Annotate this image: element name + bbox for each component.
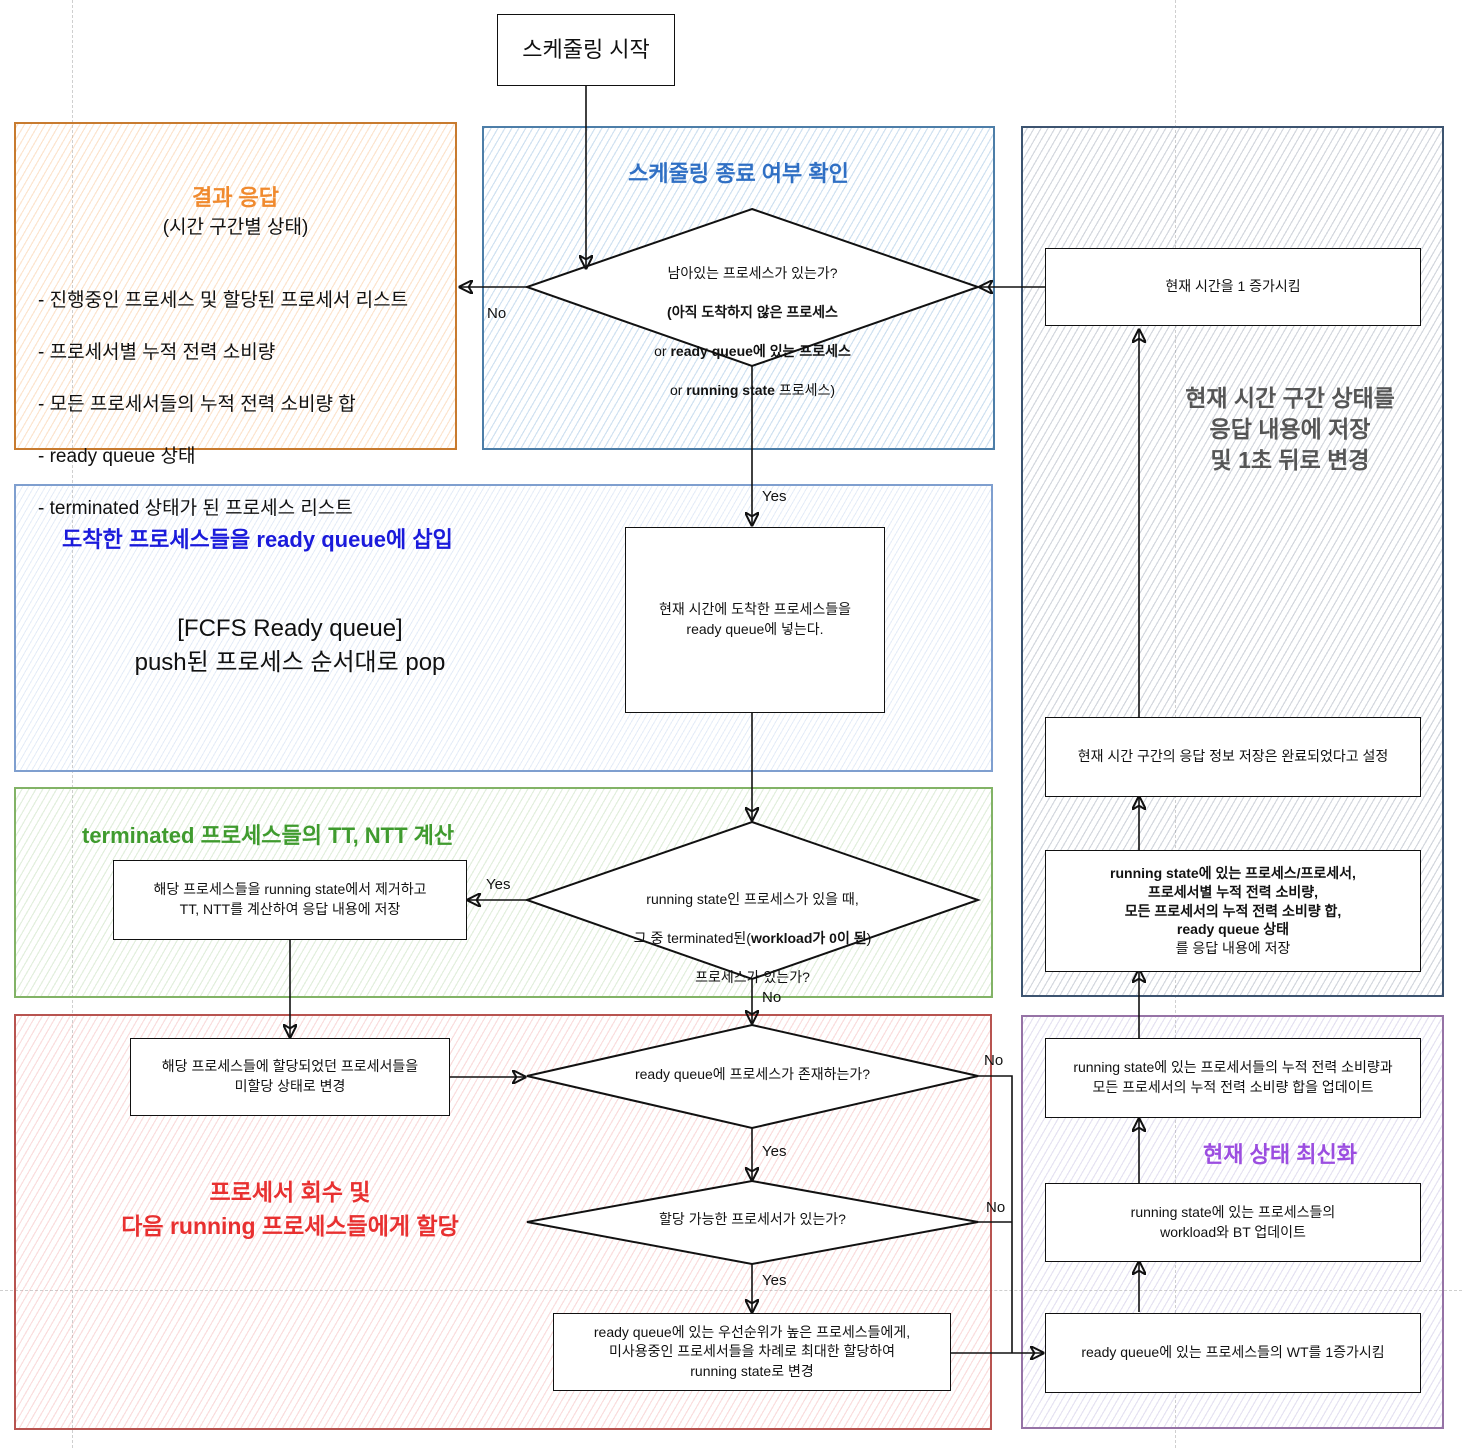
remove-running-box: 해당 프로세스들을 running state에서 제거하고 TT, NTT를 …	[113, 860, 467, 940]
edge-queue-no	[978, 1075, 1013, 1353]
decision-remaining-line: or running state 프로세스)	[669, 382, 836, 399]
decision-terminated-line: 프로세스가 있는가?	[695, 968, 810, 985]
decision-processor-text: 할당 가능한 프로세서가 있는가?	[659, 1211, 846, 1227]
result-item: - terminated 상태가 된 프로세스 리스트	[38, 498, 353, 519]
fcfs-note: [FCFS Ready queue] push된 프로세스 순서대로 pop	[134, 615, 446, 676]
end-check-title: 스케줄링 종료 여부 확인	[628, 161, 849, 186]
complete-text: 현재 시간 구간의 응답 정보 저장은 완료되었다고 설정	[1077, 748, 1389, 765]
update-title: 현재 상태 최신화	[1203, 1142, 1357, 1167]
save-line: 를 응답 내용에 저장	[1175, 940, 1291, 957]
decision-terminated-line: 그 중 terminated된(workload가 0이 된)	[633, 929, 872, 946]
decision-terminated-line: running state인 프로세스가 있을 때,	[646, 890, 859, 907]
result-subtitle: (시간 구간별 상태)	[162, 217, 309, 238]
decision-remaining-line: or ready queue에 있는 프로세스	[654, 342, 851, 359]
assign-title: 프로세서 회수 및 다음 running 프로세스들에게 할당	[121, 1179, 459, 1239]
start-label: 스케줄링 시작	[522, 36, 650, 62]
yes-label-check: Yes	[762, 488, 787, 505]
result-title: 결과 응답	[191, 185, 280, 210]
yes-label-terminated: Yes	[486, 876, 511, 893]
guide-line-horizontal	[0, 1290, 1462, 1291]
decision-terminated-text: running state인 프로세스가 있을 때, 그 중 terminate…	[580, 870, 925, 1007]
assign-processor-box: ready queue에 있는 우선순위가 높은 프로세스들에게, 미사용중인 …	[553, 1313, 951, 1391]
workload-update-text: running state에 있는 프로세스들의 workload와 BT 업데…	[1130, 1203, 1336, 1240]
result-item: - ready queue 상태	[38, 446, 196, 467]
result-items: - 진행중인 프로세스 및 할당된 프로세서 리스트 - 프로세서별 누적 전력…	[38, 262, 408, 548]
save-line: 모든 프로세서의 누적 전력 소비량 합,	[1124, 902, 1342, 919]
arrival-title: 도착한 프로세스들을 ready queue에 삽입	[62, 527, 453, 552]
remove-running-text: 해당 프로세스들을 running state에서 제거하고 TT, NTT를 …	[153, 881, 427, 917]
wt-increment-box: ready queue에 있는 프로세스들의 WT를 1증가시킴	[1045, 1313, 1421, 1393]
result-item: - 진행중인 프로세스 및 할당된 프로세서 리스트	[38, 290, 409, 311]
save-line: ready queue 상태	[1176, 921, 1290, 938]
decision-remaining-line: (아직 도착하지 않은 프로세스	[667, 303, 838, 320]
increment-time-text: 현재 시간을 1 증가시킴	[1165, 278, 1301, 295]
decision-queue-text: ready queue에 프로세스가 존재하는가?	[634, 1066, 871, 1082]
decision-remaining-text: 남아있는 프로세스가 있는가? (아직 도착하지 않은 프로세스 or read…	[560, 244, 945, 420]
power-update-box: running state에 있는 프로세서들의 누적 전력 소비량과 모든 프…	[1045, 1038, 1421, 1118]
yes-label-queue: Yes	[762, 1143, 787, 1160]
no-label-queue: No	[984, 1052, 1004, 1069]
save-line: running state에 있는 프로세스/프로세서,	[1110, 864, 1356, 881]
assign-processor-text: ready queue에 있는 우선순위가 높은 프로세스들에게, 미사용중인 …	[593, 1323, 911, 1379]
no-label-terminated: No	[762, 989, 782, 1006]
result-region	[14, 122, 457, 450]
release-processor-box: 해당 프로세스들에 할당되었던 프로세서들을 미할당 상태로 변경	[130, 1038, 450, 1116]
guide-line-vertical-left	[72, 0, 73, 1448]
complete-box: 현재 시간 구간의 응답 정보 저장은 완료되었다고 설정	[1045, 717, 1421, 797]
power-update-text: running state에 있는 프로세서들의 누적 전력 소비량과 모든 프…	[1073, 1059, 1393, 1095]
result-item: - 모든 프로세서들의 누적 전력 소비량 합	[38, 394, 356, 415]
no-label-check: No	[487, 305, 507, 322]
save-response-box: running state에 있는 프로세스/프로세서, 프로세서별 누적 전력…	[1045, 850, 1421, 972]
terminated-title: terminated 프로세스들의 TT, NTT 계산	[82, 823, 455, 848]
workload-update-box: running state에 있는 프로세스들의 workload와 BT 업데…	[1045, 1183, 1421, 1262]
save-line: 프로세서별 누적 전력 소비량,	[1147, 883, 1319, 900]
arrival-box-text: 현재 시간에 도착한 프로세스들을 ready queue에 넣는다.	[659, 601, 851, 637]
yes-label-processor: Yes	[762, 1272, 787, 1289]
result-item: - 프로세서별 누적 전력 소비량	[38, 342, 276, 363]
time-region-title: 현재 시간 구간 상태를 응답 내용에 저장 및 1초 뒤로 변경	[1185, 385, 1395, 473]
arrival-box: 현재 시간에 도착한 프로세스들을 ready queue에 넣는다.	[625, 527, 885, 713]
start-box: 스케줄링 시작	[497, 14, 675, 86]
increment-time-box: 현재 시간을 1 증가시킴	[1045, 248, 1421, 326]
release-processor-text: 해당 프로세스들에 할당되었던 프로세서들을 미할당 상태로 변경	[161, 1058, 419, 1094]
no-label-processor: No	[986, 1199, 1006, 1216]
decision-remaining-line: 남아있는 프로세스가 있는가?	[667, 264, 838, 281]
wt-increment-text: ready queue에 있는 프로세스들의 WT를 1증가시킴	[1081, 1344, 1385, 1361]
